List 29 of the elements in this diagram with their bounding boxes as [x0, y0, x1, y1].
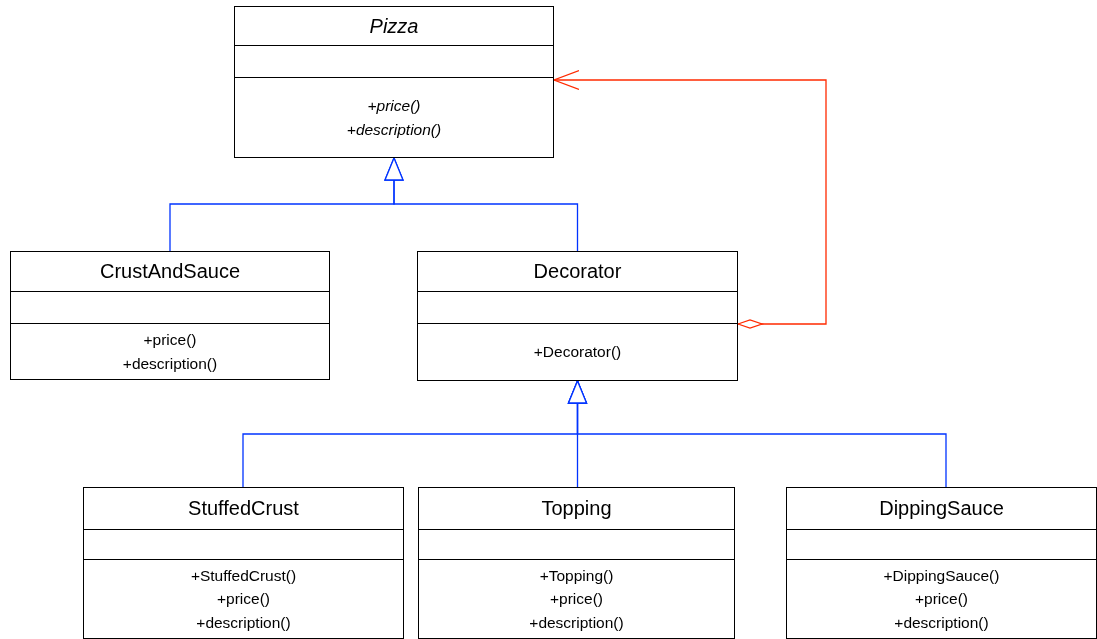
- method-text: +description(): [894, 612, 989, 633]
- class-name: Decorator: [533, 260, 622, 283]
- method-text: +price(): [367, 96, 421, 116]
- method-text: +price(): [217, 589, 270, 610]
- method-text: +price(): [550, 589, 603, 610]
- class-box: [786, 487, 1097, 639]
- method-text: +Topping(): [539, 565, 614, 586]
- class-box: [417, 251, 738, 381]
- method-text: +price(): [915, 589, 968, 610]
- class-name: StuffedCrust: [188, 497, 299, 520]
- aggregation-arrow: [553, 69, 827, 329]
- class-name: Topping: [541, 497, 612, 520]
- class-name: Pizza: [369, 14, 419, 38]
- class-box: [10, 251, 330, 380]
- method-text: +description(): [196, 612, 291, 633]
- class-box: [418, 487, 735, 639]
- inheritance-arrow: [567, 380, 947, 488]
- class-box: [234, 6, 554, 158]
- class-name: CrustAndSauce: [99, 260, 241, 283]
- method-text: +DippingSauce(): [883, 565, 1000, 586]
- method-text: +description(): [122, 353, 218, 374]
- method-text: +description(): [346, 119, 442, 140]
- class-name: DippingSauce: [879, 497, 1004, 520]
- method-text: +StuffedCrust(): [190, 565, 297, 586]
- method-text: +Decorator(): [533, 342, 622, 363]
- class-box: [83, 487, 404, 639]
- method-text: +description(): [529, 612, 624, 633]
- inheritance-arrow: [384, 157, 579, 252]
- method-text: +price(): [143, 330, 197, 350]
